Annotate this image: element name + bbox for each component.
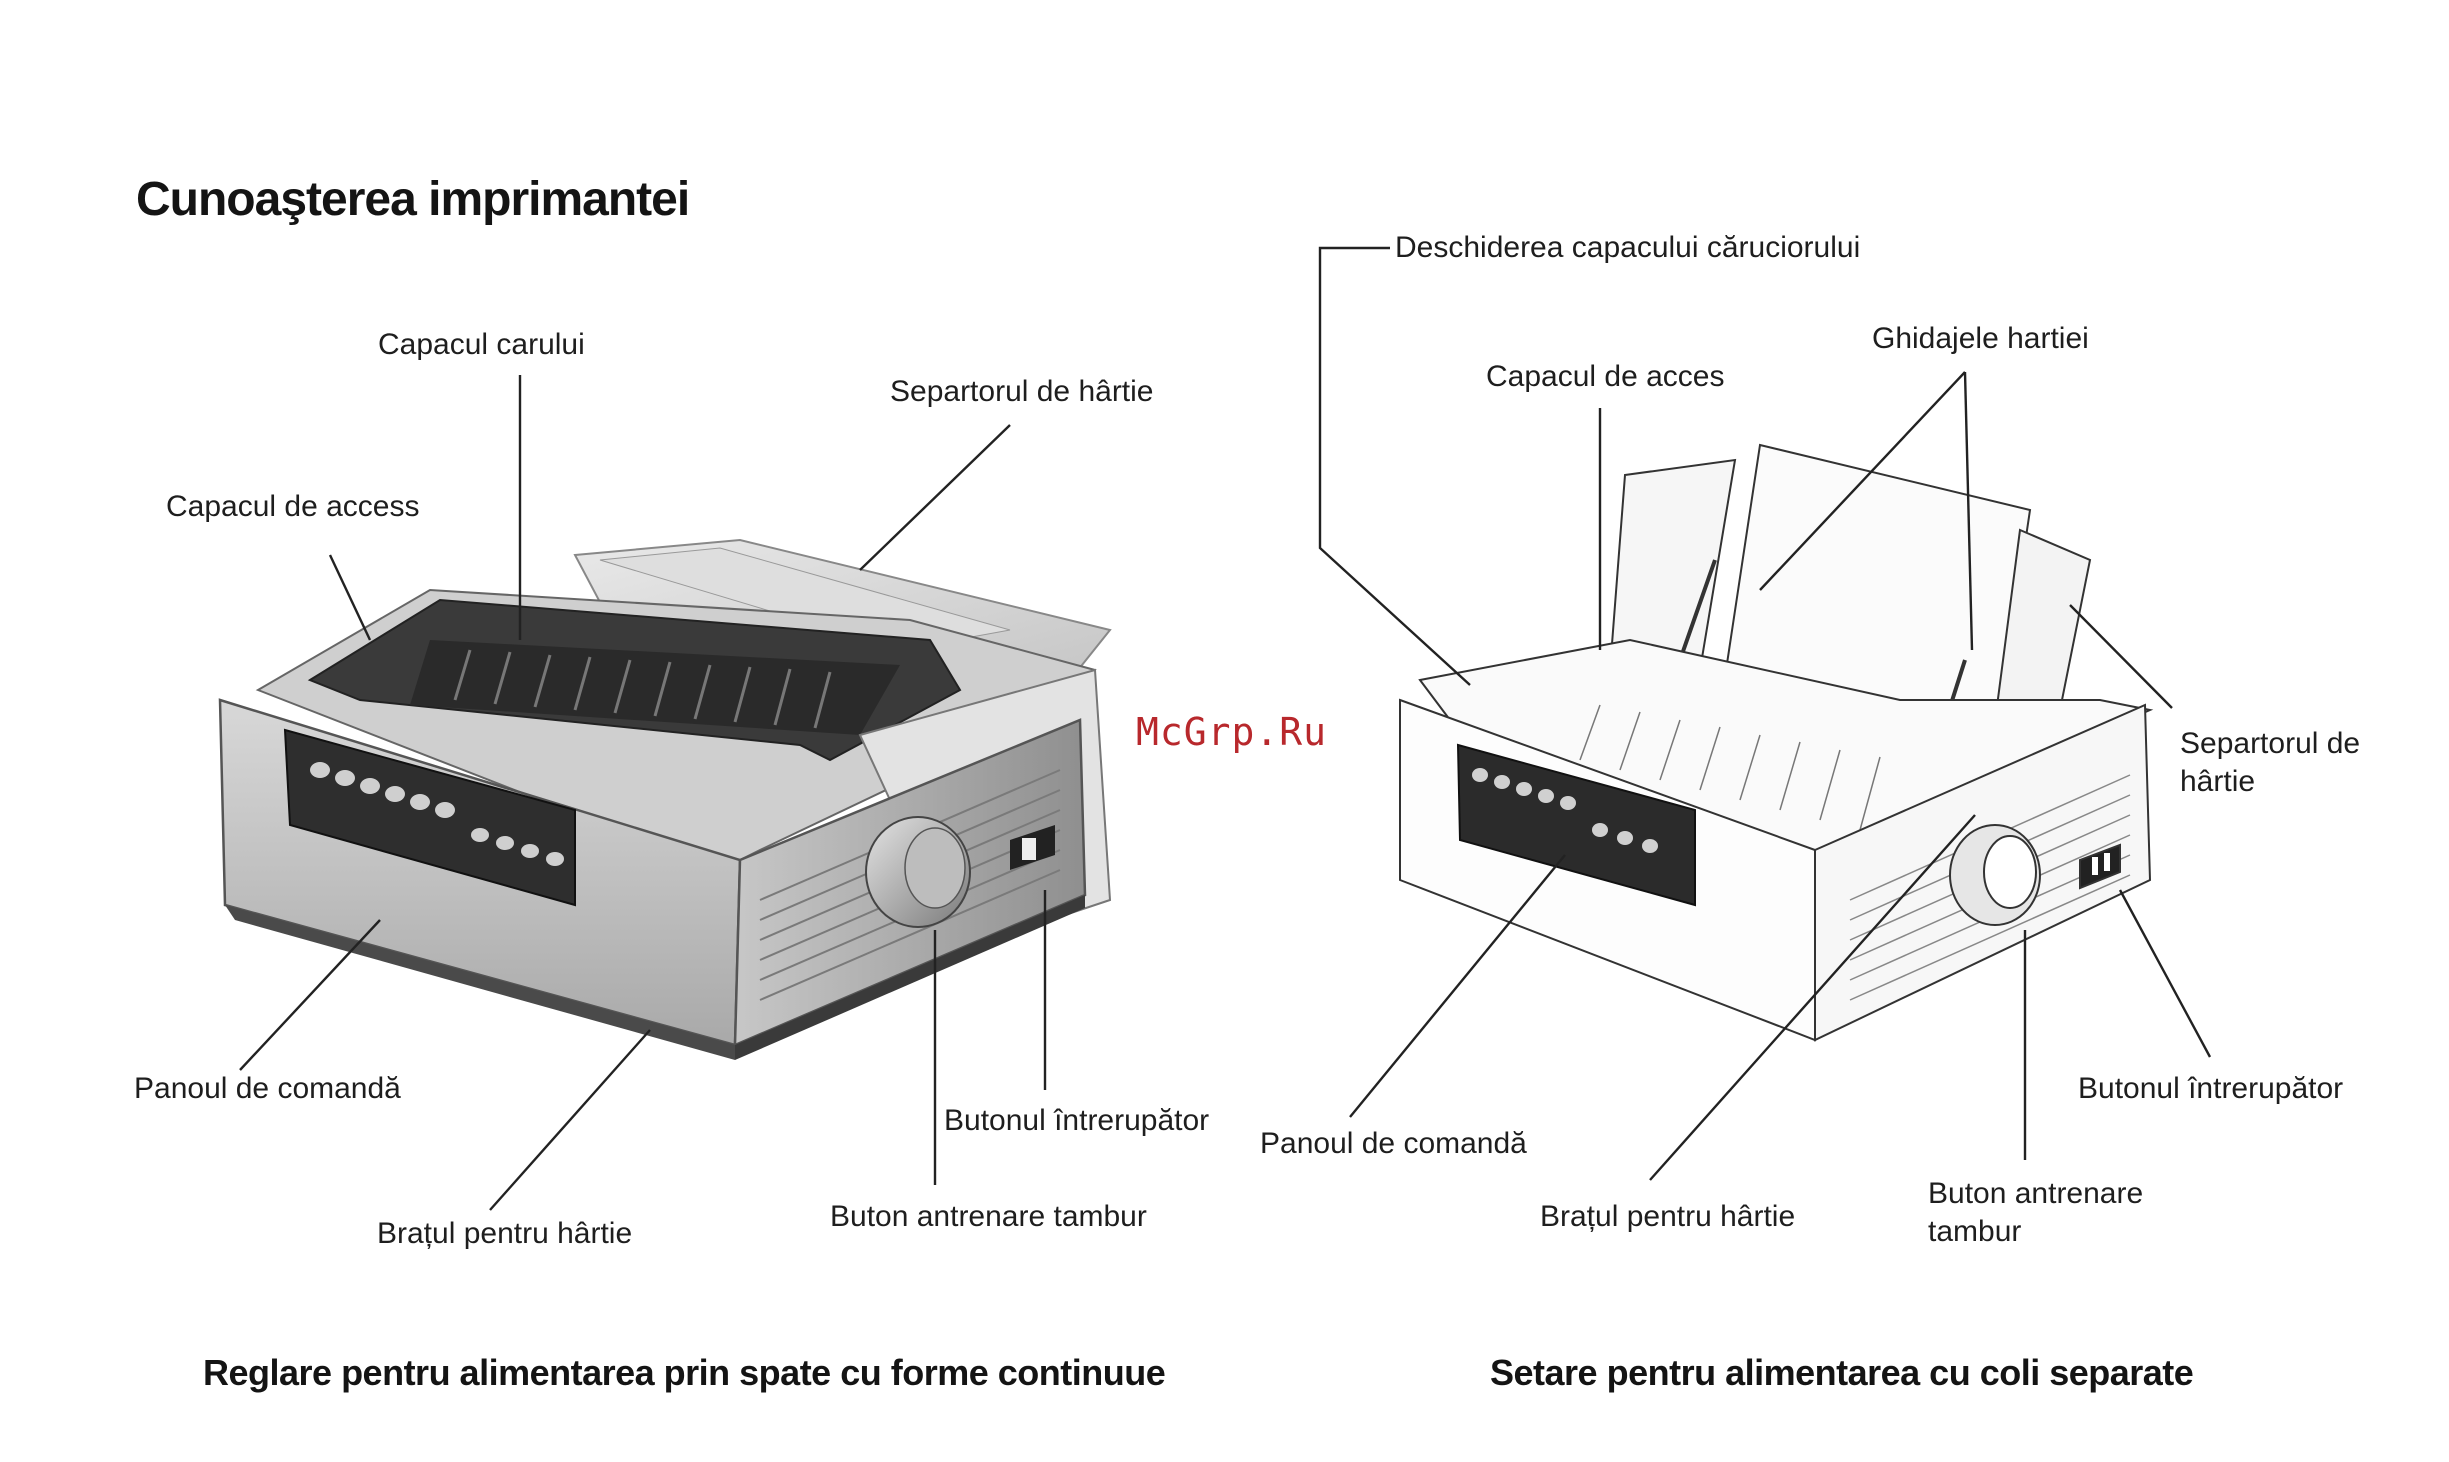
label-buton-antrenare-tambur-right: Buton antrenare tambur <box>1928 1177 2144 1248</box>
caption-left: Reglare pentru alimentarea prin spate cu… <box>203 1352 1166 1393</box>
label-butonul-intrerupator-right: Butonul întrerupător <box>2078 1072 2344 1105</box>
label-capacul-de-acces: Capacul de acces <box>1486 360 1725 393</box>
label-ghidajele-hartiei: Ghidajele hartiei <box>1872 322 2089 355</box>
caption-right: Setare pentru alimentarea cu coli separa… <box>1490 1352 2194 1393</box>
label-separtorul-de-hartie-left: Separtorul de hârtie <box>890 375 1154 408</box>
label-butonul-intrerupator-left: Butonul întrerupător <box>944 1104 1210 1137</box>
left-printer-illustration <box>218 538 1112 1060</box>
label-panoul-de-comanda-right: Panoul de comandă <box>1260 1127 1527 1160</box>
label-deschiderea-capacului: Deschiderea capacului căruciorului <box>1395 231 1861 264</box>
watermark: McGrp.Ru <box>1136 710 1328 754</box>
label-separtorul-de-hartie-right: Separtorul de hârtie <box>2180 727 2361 798</box>
label-capacul-de-access: Capacul de access <box>166 490 420 523</box>
label-capacul-carului: Capacul carului <box>378 328 585 361</box>
right-leader-lines <box>1318 246 2212 1181</box>
label-bratul-pentru-hartie-right: Brațul pentru hârtie <box>1540 1200 1796 1233</box>
label-buton-antrenare-tambur-left: Buton antrenare tambur <box>830 1200 1147 1233</box>
label-bratul-pentru-hartie-left: Brațul pentru hârtie <box>377 1217 633 1250</box>
right-printer-illustration <box>1399 443 2154 1042</box>
label-panoul-de-comanda-left: Panoul de comandă <box>134 1072 401 1105</box>
left-leader-lines <box>239 375 1047 1211</box>
page-title: Cunoaşterea imprimantei <box>136 173 690 226</box>
